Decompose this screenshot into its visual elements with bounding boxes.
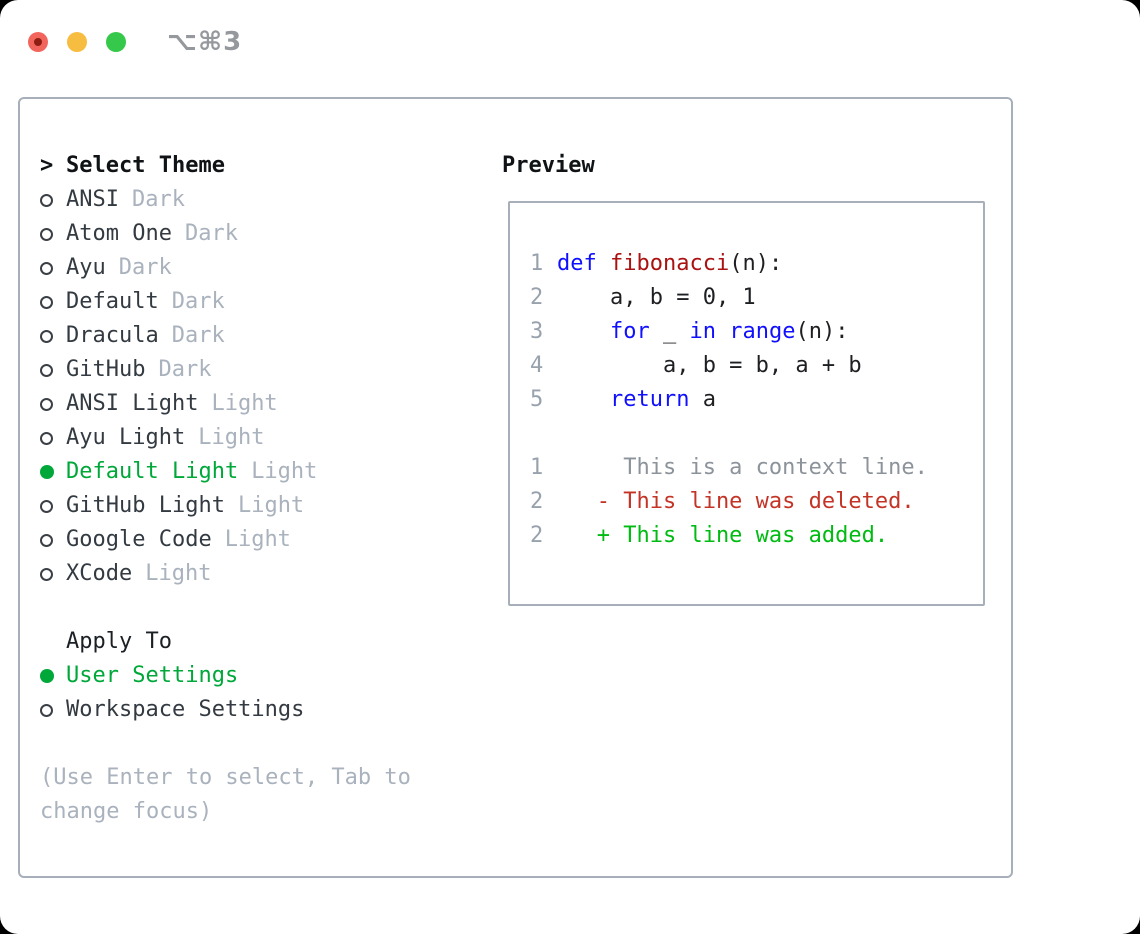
theme-option-dracula-dark[interactable]: Dracula Dark bbox=[40, 319, 492, 353]
radio-selected-icon bbox=[40, 669, 54, 683]
code-line: 4 a, b = b, a + b bbox=[530, 353, 862, 378]
preview-title: Preview bbox=[502, 153, 595, 178]
titlebar: ⌥⌘3 bbox=[28, 27, 242, 57]
theme-option-default-light[interactable]: Default Light Light bbox=[40, 455, 492, 489]
theme-option-ayu-dark[interactable]: Ayu Dark bbox=[40, 251, 492, 285]
keyboard-hint-line1: (Use Enter to select, Tab to bbox=[40, 765, 411, 790]
theme-option-github-dark[interactable]: GitHub Dark bbox=[40, 353, 492, 387]
radio-icon bbox=[40, 499, 53, 513]
zoom-button[interactable] bbox=[106, 32, 126, 52]
preview-header: Preview bbox=[502, 149, 1011, 183]
select-theme-header: > Select Theme bbox=[40, 149, 492, 183]
theme-option-ansi-light[interactable]: ANSI Light Light bbox=[40, 387, 492, 421]
keyboard-hint-line2: change focus) bbox=[40, 799, 213, 824]
code-line-blank bbox=[530, 417, 983, 451]
radio-icon bbox=[40, 295, 53, 309]
diff-added-line: 2 + This line was added. bbox=[530, 523, 889, 548]
apply-to-title: Apply To bbox=[66, 629, 172, 654]
diff-deleted-line: 2 - This line was deleted. bbox=[530, 489, 915, 514]
radio-icon bbox=[40, 227, 53, 241]
select-theme-title: Select Theme bbox=[66, 153, 225, 178]
radio-icon bbox=[40, 363, 53, 377]
theme-option-default-dark[interactable]: Default Dark bbox=[40, 285, 492, 319]
theme-option-github-light[interactable]: GitHub Light Light bbox=[40, 489, 492, 523]
theme-list-column: > Select Theme ANSI Dark Atom One Dark A… bbox=[20, 99, 492, 876]
apply-option-user-settings[interactable]: User Settings bbox=[40, 659, 492, 693]
radio-icon bbox=[40, 397, 53, 411]
close-button[interactable] bbox=[28, 32, 48, 52]
code-line: 5 return a bbox=[530, 387, 716, 412]
theme-option-atom-one-dark[interactable]: Atom One Dark bbox=[40, 217, 492, 251]
radio-icon bbox=[40, 703, 53, 717]
diff-context-line: 1 This is a context line. bbox=[530, 455, 928, 480]
radio-icon bbox=[40, 329, 53, 343]
apply-option-workspace-settings[interactable]: Workspace Settings bbox=[40, 693, 492, 727]
radio-icon bbox=[40, 193, 53, 207]
divider bbox=[40, 591, 492, 625]
radio-selected-icon bbox=[40, 465, 54, 479]
theme-option-google-code-light[interactable]: Google Code Light bbox=[40, 523, 492, 557]
close-dot-icon bbox=[34, 38, 42, 46]
theme-option-ansi-dark[interactable]: ANSI Dark bbox=[40, 183, 492, 217]
minimize-button[interactable] bbox=[67, 32, 87, 52]
focus-prompt-icon: > bbox=[40, 153, 54, 178]
divider bbox=[40, 727, 492, 761]
code-line: 3 for _ in range(n): bbox=[530, 319, 849, 344]
radio-icon bbox=[40, 567, 53, 581]
code-line: 2 a, b = 0, 1 bbox=[530, 285, 756, 310]
theme-option-ayu-light[interactable]: Ayu Light Light bbox=[40, 421, 492, 455]
theme-picker-panel: > Select Theme ANSI Dark Atom One Dark A… bbox=[18, 97, 1013, 878]
window-title-shortcut: ⌥⌘3 bbox=[167, 27, 243, 57]
radio-icon bbox=[40, 431, 53, 445]
radio-icon bbox=[40, 261, 53, 275]
radio-icon bbox=[40, 533, 53, 547]
theme-option-xcode-light[interactable]: XCode Light bbox=[40, 557, 492, 591]
apply-to-header: Apply To bbox=[40, 625, 492, 659]
